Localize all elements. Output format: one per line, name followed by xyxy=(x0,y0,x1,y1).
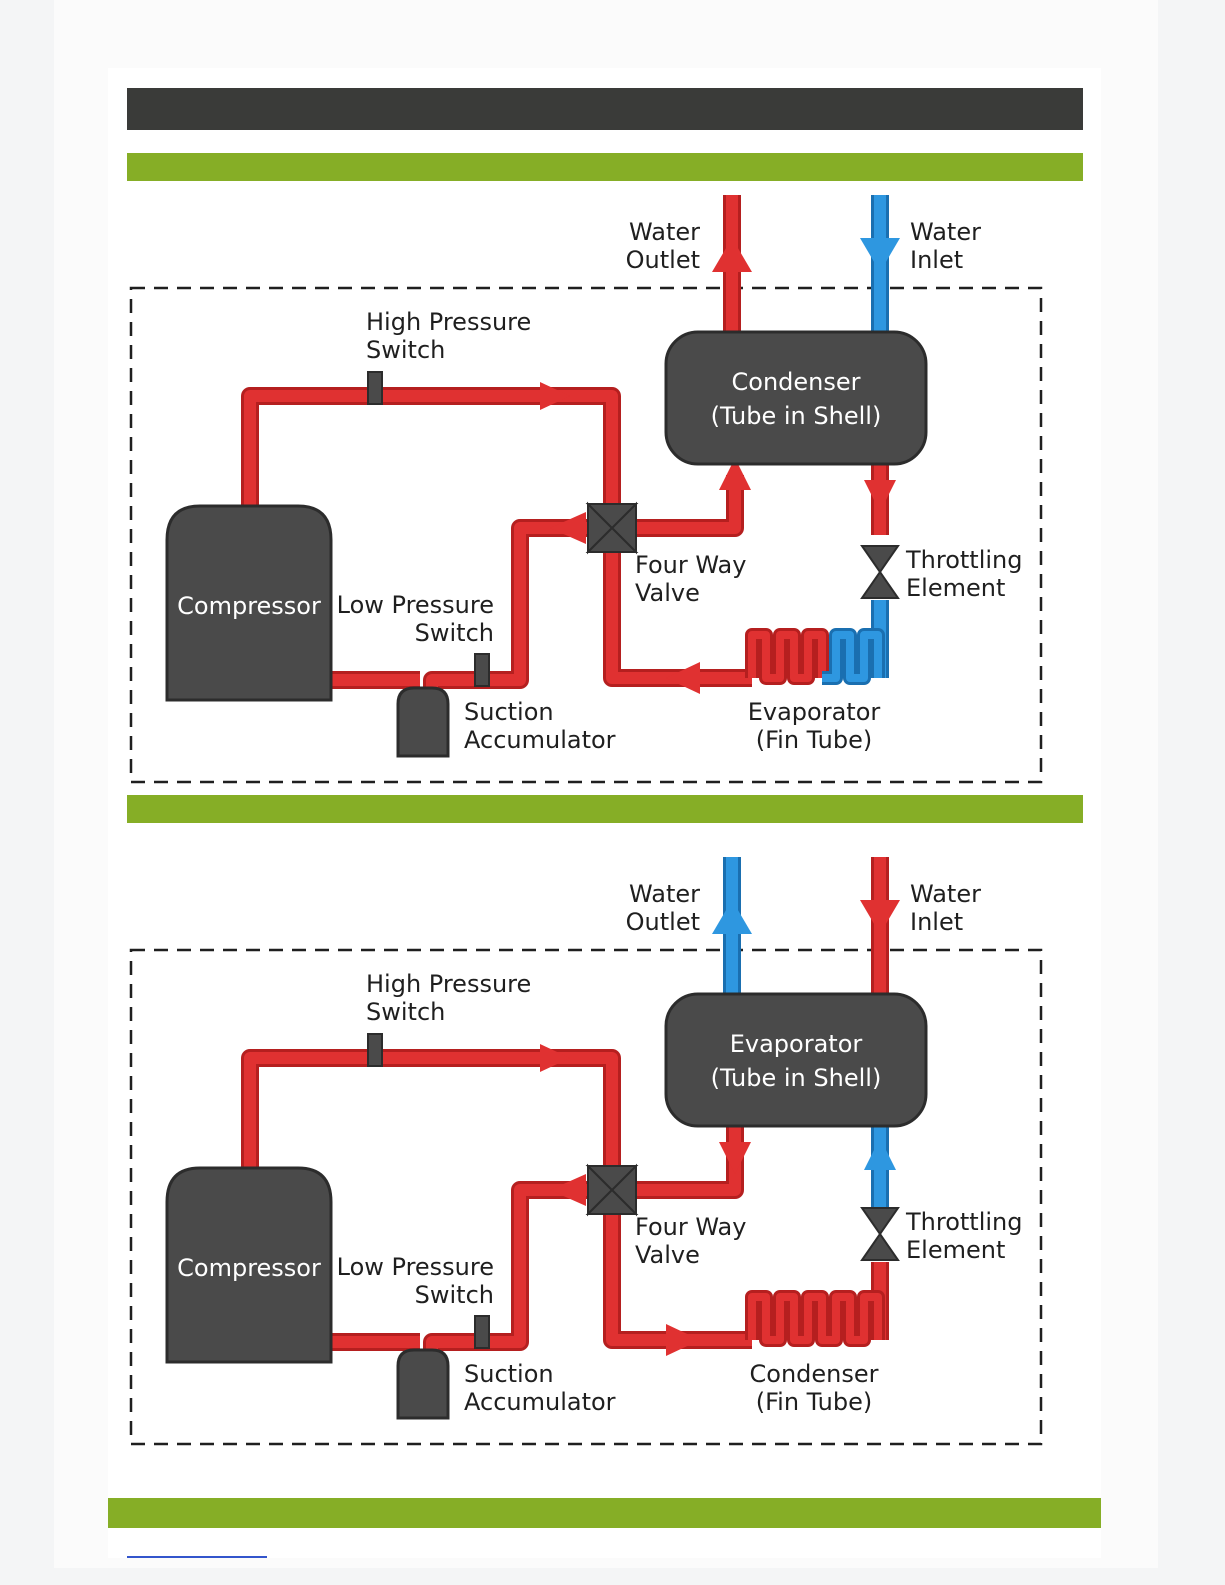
arrow-right-icon xyxy=(540,1044,570,1072)
unit-boundary xyxy=(129,286,1043,784)
arrow-up-icon xyxy=(719,458,751,490)
suction-accumulator-label-2: Accumulator xyxy=(464,726,616,754)
arrow-up-icon xyxy=(712,900,752,934)
heat-exchanger-top-label-2: (Tube in Shell) xyxy=(711,402,882,430)
throttling-element-label-1: Throttling xyxy=(905,546,1023,574)
diagram-heating-mode: Condenser (Tube in Shell) Compressor Wat… xyxy=(129,195,1043,784)
throttling-element-label-1: Throttling xyxy=(905,1208,1023,1236)
heat-exchanger-bottom-label-2: (Fin Tube) xyxy=(756,1388,873,1416)
high-pressure-switch-label-2: Switch xyxy=(366,998,445,1026)
arrow-down-icon xyxy=(860,900,900,934)
unit-boundary xyxy=(129,948,1043,1446)
four-way-valve-label-1: Four Way xyxy=(635,1213,746,1241)
high-pressure-switch-label-1: High Pressure xyxy=(366,308,531,336)
arrow-right-icon xyxy=(666,1324,700,1356)
water-inlet-label-1: Water xyxy=(910,218,981,246)
water-inlet-label-1: Water xyxy=(910,880,981,908)
arrow-left-icon xyxy=(550,512,586,544)
section-bar-heating xyxy=(127,153,1083,181)
arrow-left-icon xyxy=(666,662,700,694)
arrow-up-icon xyxy=(712,238,752,272)
water-inlet-label-2: Inlet xyxy=(910,908,963,936)
arrow-up-icon xyxy=(864,1138,896,1170)
throttling-element-label-2: Element xyxy=(906,574,1005,602)
four-way-valve-label-2: Valve xyxy=(635,579,700,607)
throttling-valve-icon xyxy=(860,545,900,599)
high-pressure-switch-icon xyxy=(367,371,383,405)
water-outlet-label-2: Outlet xyxy=(626,908,700,936)
compressor-label: Compressor xyxy=(177,592,321,620)
flow-arrows xyxy=(540,238,900,694)
heat-exchanger-top-label-2: (Tube in Shell) xyxy=(711,1064,882,1092)
low-pressure-switch-label-1: Low Pressure xyxy=(337,1253,494,1281)
suction-accumulator xyxy=(396,686,450,758)
water-outlet-label-1: Water xyxy=(629,218,700,246)
low-pressure-switch-label-1: Low Pressure xyxy=(337,591,494,619)
suction-accumulator xyxy=(396,1348,450,1420)
flow-arrows xyxy=(540,900,900,1356)
four-way-valve-label-2: Valve xyxy=(635,1241,700,1269)
heat-exchanger-bottom-label-1: Condenser xyxy=(750,1360,879,1388)
evaporator-fin-tube-coil xyxy=(745,628,885,685)
title-bar xyxy=(127,88,1083,130)
refrigerant-pipes-hot xyxy=(241,195,889,690)
heat-exchanger-top-label-1: Evaporator xyxy=(730,1030,863,1058)
four-way-valve-label-1: Four Way xyxy=(635,551,746,579)
water-outlet-label-1: Water xyxy=(629,880,700,908)
throttling-valve-icon xyxy=(860,1207,900,1261)
diagram-cooling-mode: Evaporator (Tube in Shell) Compressor Wa… xyxy=(129,857,1043,1446)
compressor xyxy=(165,1166,333,1364)
water-outlet-label-2: Outlet xyxy=(626,246,700,274)
compressor xyxy=(165,504,333,702)
arrow-down-icon xyxy=(860,238,900,272)
suction-accumulator-label-1: Suction xyxy=(464,698,554,726)
high-pressure-switch-icon xyxy=(367,1033,383,1067)
heat-exchanger-bottom-label-1: Evaporator xyxy=(748,698,881,726)
condenser-fin-tube-coil xyxy=(745,1290,885,1347)
footer-link-underline xyxy=(127,1556,267,1558)
throttling-element-label-2: Element xyxy=(906,1236,1005,1264)
low-pressure-switch-icon xyxy=(474,653,490,687)
four-way-valve-icon xyxy=(585,501,639,555)
arrow-right-icon xyxy=(540,382,570,410)
suction-accumulator-label-1: Suction xyxy=(464,1360,554,1388)
arrow-down-icon xyxy=(719,1142,751,1174)
arrow-down-icon xyxy=(864,480,896,512)
four-way-valve-icon xyxy=(585,1163,639,1217)
heat-exchanger-top xyxy=(664,992,928,1128)
compressor-label: Compressor xyxy=(177,1254,321,1282)
heat-exchanger-top xyxy=(664,330,928,466)
arrow-left-icon xyxy=(550,1174,586,1206)
low-pressure-switch-label-2: Switch xyxy=(415,1281,494,1309)
heat-exchanger-bottom-label-2: (Fin Tube) xyxy=(756,726,873,754)
high-pressure-switch-label-1: High Pressure xyxy=(366,970,531,998)
low-pressure-switch-label-2: Switch xyxy=(415,619,494,647)
suction-accumulator-label-2: Accumulator xyxy=(464,1388,616,1416)
water-inlet-label-2: Inlet xyxy=(910,246,963,274)
section-bar-cooling xyxy=(127,795,1083,823)
footer-bar xyxy=(108,1498,1101,1528)
heat-exchanger-top-label-1: Condenser xyxy=(732,368,861,396)
low-pressure-switch-icon xyxy=(474,1315,490,1349)
high-pressure-switch-label-2: Switch xyxy=(366,336,445,364)
